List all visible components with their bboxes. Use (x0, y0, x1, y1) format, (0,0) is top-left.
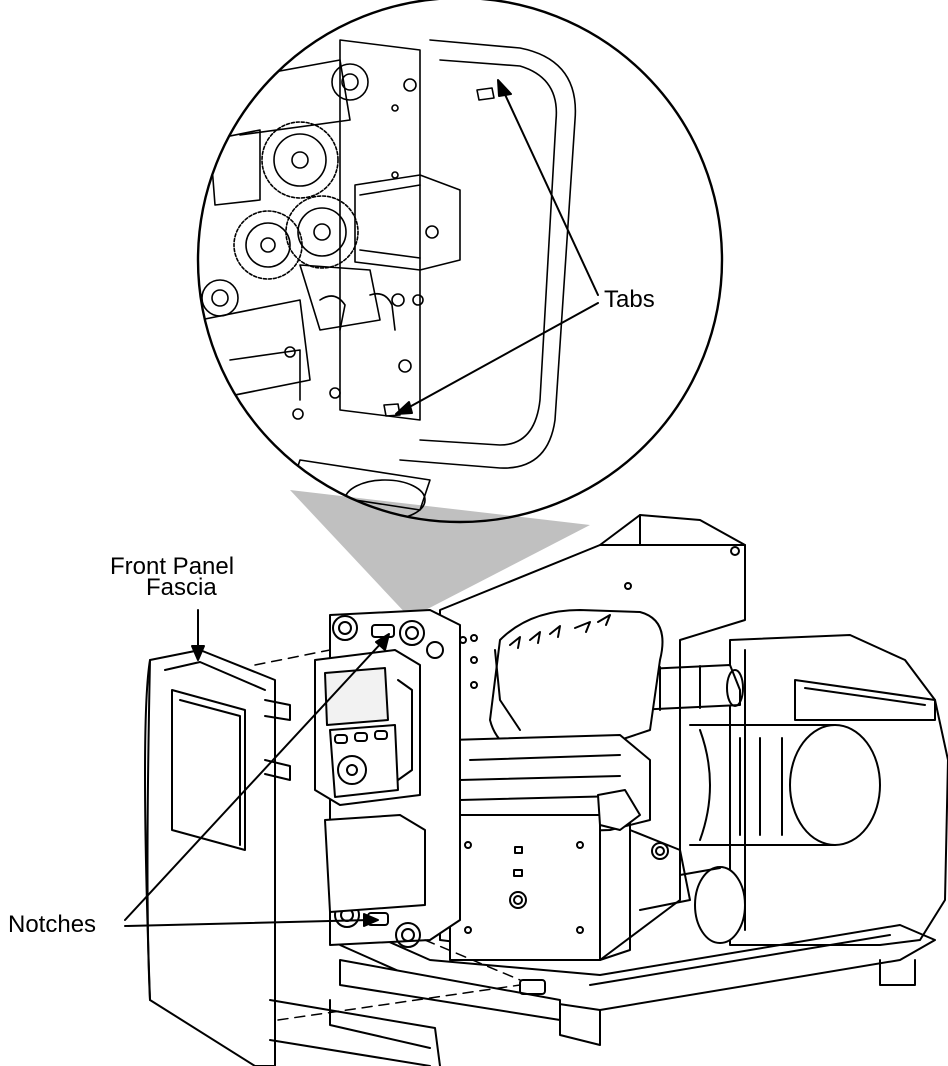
arrow-icon (191, 645, 205, 661)
control-panel-module (314, 649, 426, 913)
tabs-label: Tabs (604, 286, 655, 313)
assembly-guides (254, 649, 521, 1021)
printer-body (314, 514, 948, 1046)
tabs-leader-upper (501, 87, 599, 296)
upper-tab (476, 87, 495, 101)
head-release-lever-icon (597, 789, 641, 831)
front-panel-label: Front Panel (110, 553, 235, 580)
rotation-arrow-icon (509, 614, 611, 649)
lower-tab (383, 403, 401, 417)
tabs-leader-lower (403, 302, 599, 411)
arrow-icon (395, 401, 413, 415)
fascia-window (171, 689, 246, 851)
notches-label: Notches (8, 911, 97, 938)
front-panel-fascia (144, 649, 441, 1066)
magnified-detail (196, 0, 724, 524)
magnifier-beam (290, 490, 590, 618)
navigation-pad-icon (337, 755, 367, 785)
fascia-label: Fascia (146, 574, 217, 601)
magnifier-circle (196, 0, 724, 524)
media-hanger (729, 634, 948, 946)
notches-leader-lower (124, 919, 371, 927)
notches-leader-upper (124, 639, 385, 921)
gear-icon (201, 63, 369, 317)
media-spindle-end (789, 724, 881, 846)
arrow-icon (375, 633, 390, 651)
ribbon-hub-plate (489, 609, 664, 761)
media-spindle (689, 724, 836, 846)
arrow-icon (497, 79, 512, 97)
lcd-display (324, 667, 389, 726)
print-mechanism (449, 734, 746, 961)
arrow-icon (363, 913, 379, 927)
leader-lines (124, 79, 599, 927)
printhead-front-plate (449, 814, 601, 961)
